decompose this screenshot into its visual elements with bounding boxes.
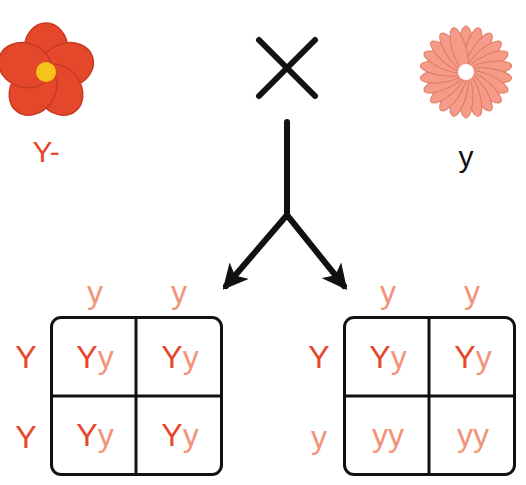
genotype-text: Yy — [76, 419, 113, 451]
genotype-text: Yy — [369, 341, 406, 373]
genotype-cell: Yy — [346, 319, 429, 395]
genotype-cell: Yy — [431, 319, 514, 395]
genotype-text: Yy — [161, 341, 198, 373]
flower-center — [458, 64, 474, 80]
pink-flower — [419, 26, 512, 118]
allele-label: Y- — [32, 137, 59, 167]
allele-label: y — [311, 421, 327, 453]
genotype-text: Yy — [454, 341, 491, 373]
genotype-cell: Yy — [53, 319, 136, 395]
parent-flower: y — [420, 25, 512, 165]
punnett-square: yyYyYyYyyyyy — [343, 316, 516, 476]
genotype-text: yy — [372, 419, 404, 451]
grid-lines — [51, 318, 515, 475]
genotype-text: Yy — [161, 419, 198, 451]
allele-label: Y — [308, 341, 329, 373]
allele-label: y — [87, 276, 103, 308]
allele-label: Y — [15, 341, 36, 373]
allele-label: Y — [15, 421, 36, 453]
genotype-cell: Yy — [53, 397, 136, 473]
genotype-cell: Yy — [138, 397, 221, 473]
genotype-cell: yy — [431, 397, 514, 473]
genotype-text: yy — [457, 419, 489, 451]
allele-label: y — [464, 276, 480, 308]
petal — [0, 36, 58, 95]
genotype-cell: yy — [346, 397, 429, 473]
flower-center — [36, 62, 56, 82]
punnett-square: yyYYYyYyYyYy — [50, 316, 223, 476]
red-flower — [0, 23, 99, 125]
parent-flower: Y- — [0, 25, 92, 165]
genotype-text: Yy — [76, 341, 113, 373]
allele-label: y — [380, 276, 396, 308]
allele-label: y — [459, 142, 474, 172]
allele-label: y — [171, 276, 187, 308]
genotype-cell: Yy — [138, 319, 221, 395]
branch-arrow — [226, 122, 344, 286]
cross-symbol — [259, 40, 315, 96]
